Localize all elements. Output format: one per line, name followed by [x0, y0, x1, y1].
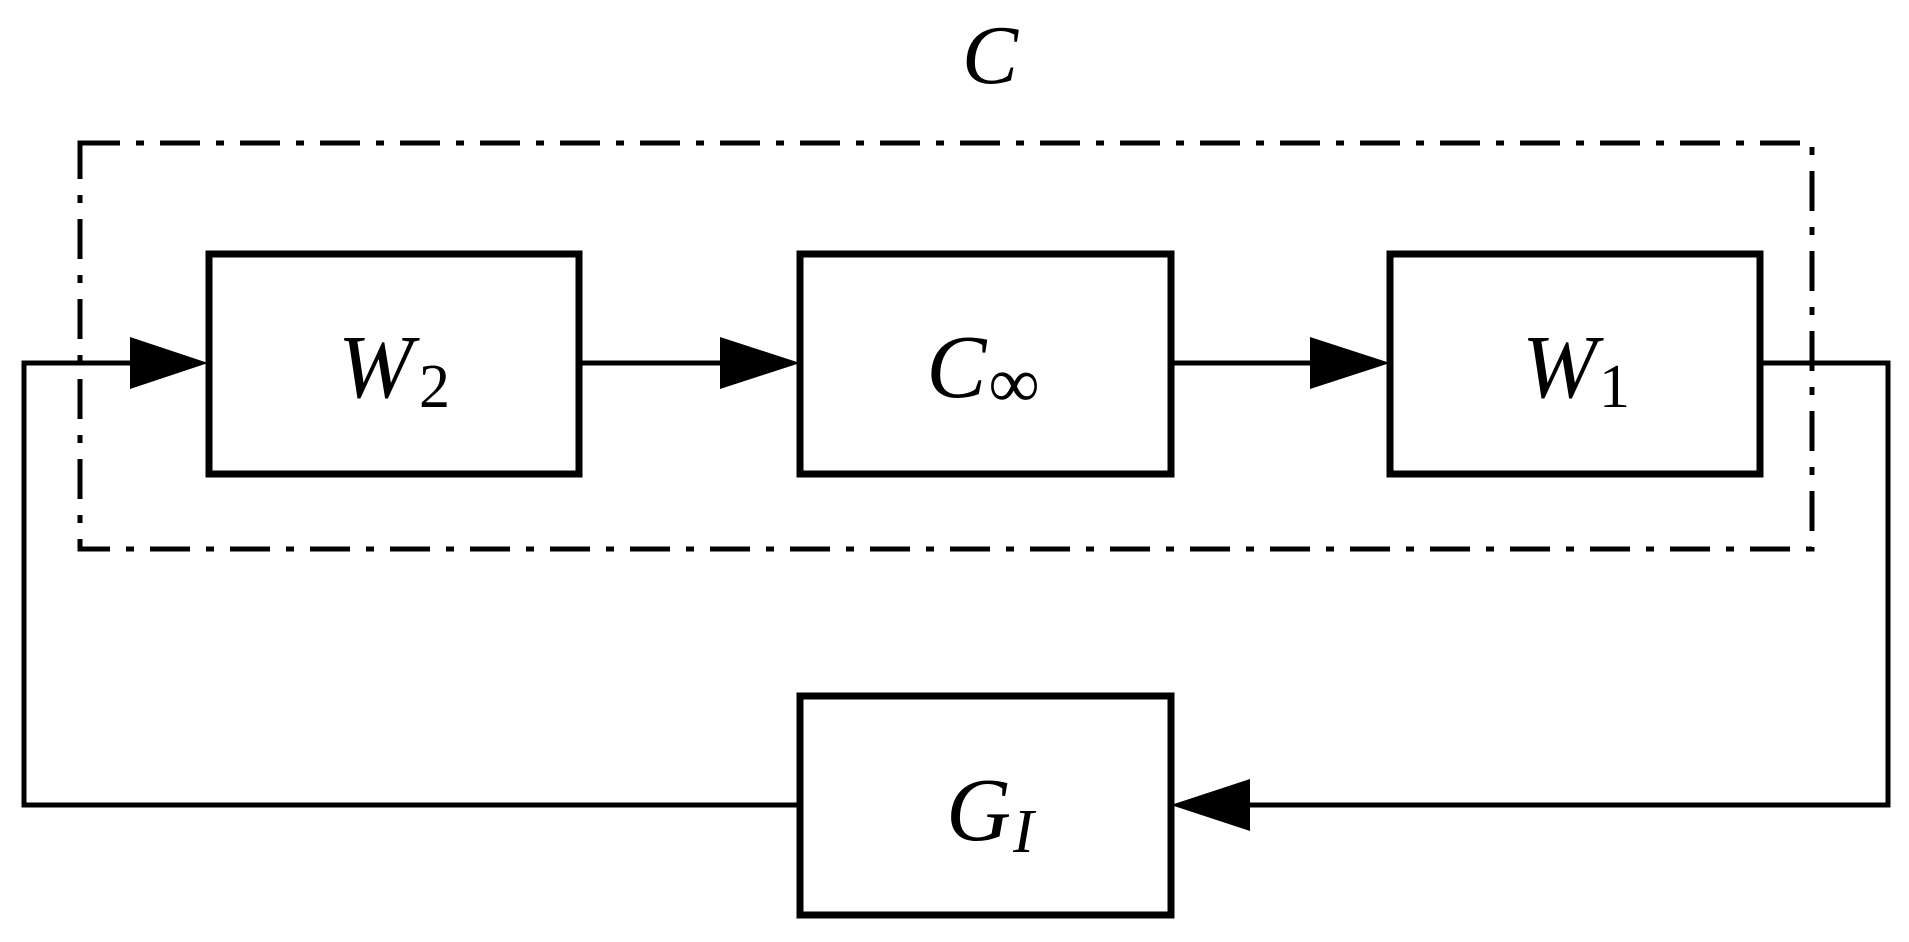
- block-g-i: GI: [796, 692, 1175, 919]
- output-feedback-wire: [1240, 360, 1891, 808]
- feedback-return-wire: [21, 360, 800, 808]
- svg-text:GI: GI: [946, 761, 1037, 866]
- block-g-i-sub: I: [1012, 798, 1037, 866]
- block-w1: W1: [1386, 250, 1764, 478]
- svg-text:W2: W2: [338, 318, 450, 421]
- block-w1-sub: 1: [1599, 353, 1630, 421]
- block-w1-main: W: [1522, 318, 1604, 417]
- block-c-infinity-main: C: [926, 318, 987, 417]
- block-w2-main: W: [338, 318, 420, 417]
- svg-text:W1: W1: [1522, 318, 1630, 421]
- group-label: C: [962, 9, 1019, 102]
- arrowhead-into-w2: [130, 337, 208, 389]
- block-c-infinity-sub: ∞: [988, 343, 1039, 423]
- svg-text:C∞: C∞: [926, 318, 1039, 423]
- block-w2: W2: [205, 250, 583, 478]
- block-w2-sub: 2: [419, 353, 450, 421]
- arrowhead-into-gi: [1171, 779, 1250, 831]
- block-c-infinity: C∞: [796, 250, 1175, 478]
- controller-group-frame: [77, 140, 1815, 552]
- arrowhead-into-w1: [1310, 337, 1390, 389]
- arrowhead-into-cinf: [720, 337, 800, 389]
- block-g-i-main: G: [946, 761, 1011, 860]
